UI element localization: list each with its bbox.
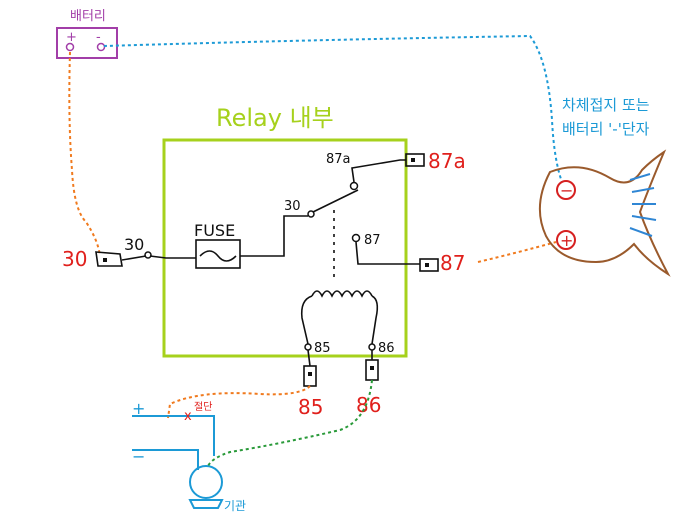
ground-note-line2: 배터리 '-'단자 xyxy=(562,120,650,138)
cut-mark: x xyxy=(184,409,192,424)
device-base xyxy=(188,499,224,509)
terminal-87-plug xyxy=(419,258,439,272)
wire-30-to-fuse xyxy=(149,255,196,259)
terminal-30-label: 30 xyxy=(62,247,87,271)
device-label: 기관 xyxy=(224,499,246,513)
orange-wire-battery-to-30 xyxy=(68,51,101,257)
relay-title: Relay 내부 xyxy=(216,104,334,132)
fish-plus-symbol: + xyxy=(560,231,573,250)
battery-minus-sign: - xyxy=(96,30,101,45)
terminal-86: 86 xyxy=(356,350,381,417)
pin-87a-inner-label: 87a xyxy=(326,152,351,167)
control-circuit: + − x 절단 기관 xyxy=(132,379,373,513)
load-fish: − + xyxy=(538,149,671,277)
relay-box: Relay 내부 FUSE 30 87a 87 85 86 xyxy=(149,104,420,358)
fish-body xyxy=(538,149,671,277)
device-body xyxy=(189,465,223,499)
contact-86 xyxy=(368,343,376,351)
battery-plus-sign: + xyxy=(66,30,77,45)
pin-30-common-label: 30 xyxy=(284,199,301,214)
switch-arm xyxy=(312,189,359,213)
blue-wire-battery-to-ground xyxy=(103,34,563,183)
terminal-86-label: 86 xyxy=(356,393,381,417)
wire-87a xyxy=(351,159,406,183)
fish-gills xyxy=(629,173,657,237)
blue-wire-plus xyxy=(132,415,215,456)
pin-30-inner-label: 30 xyxy=(124,235,144,254)
battery: 배터리 + - xyxy=(56,9,118,59)
coil xyxy=(311,290,373,298)
fish-plus-terminal xyxy=(556,230,576,250)
terminal-87-label: 87 xyxy=(440,251,465,275)
coil-lead-85 xyxy=(300,295,313,345)
fish-minus-symbol: − xyxy=(560,181,573,200)
battery-title: 배터리 xyxy=(70,9,106,24)
blue-wire-minus xyxy=(132,449,199,470)
contact-87 xyxy=(351,233,361,243)
pin-85-inner-label: 85 xyxy=(314,341,331,356)
control-minus: − xyxy=(132,447,145,466)
fuse-body xyxy=(195,239,241,269)
terminal-87a-plug xyxy=(405,153,425,167)
terminal-87a-label: 87a xyxy=(428,149,466,173)
control-plus: + xyxy=(132,399,145,418)
contact-85 xyxy=(304,343,312,351)
orange-wire-87-to-load xyxy=(477,241,557,263)
battery-body xyxy=(56,27,118,59)
battery-plus-terminal xyxy=(65,42,75,52)
pin-86-inner-label: 86 xyxy=(378,341,395,356)
terminal-87a: 87a xyxy=(405,149,466,173)
coil-lead-86 xyxy=(371,295,379,345)
fuse-element xyxy=(199,250,237,262)
terminal-85: 85 xyxy=(298,349,323,419)
battery-minus-terminal xyxy=(96,42,106,52)
ground-note-line1: 차체접지 또는 xyxy=(562,96,650,114)
wire-fuse-to-common xyxy=(240,215,308,257)
cut-label: 절단 xyxy=(194,400,212,413)
relay-outline xyxy=(162,138,408,358)
fuse-label: FUSE xyxy=(194,221,235,240)
terminal-30: 30 30 xyxy=(62,235,152,271)
terminal-85-label: 85 xyxy=(298,395,323,419)
pin-87-inner-label: 87 xyxy=(364,233,381,248)
contact-87a xyxy=(349,181,359,191)
orange-wire-85-to-switch xyxy=(167,385,311,419)
terminal-30-plug xyxy=(95,251,123,267)
wire-87 xyxy=(355,241,420,265)
terminal-87: 87 xyxy=(419,251,465,275)
green-wire-86-to-device xyxy=(207,379,373,467)
fish-minus-terminal xyxy=(556,180,576,200)
common-contact xyxy=(307,210,315,218)
